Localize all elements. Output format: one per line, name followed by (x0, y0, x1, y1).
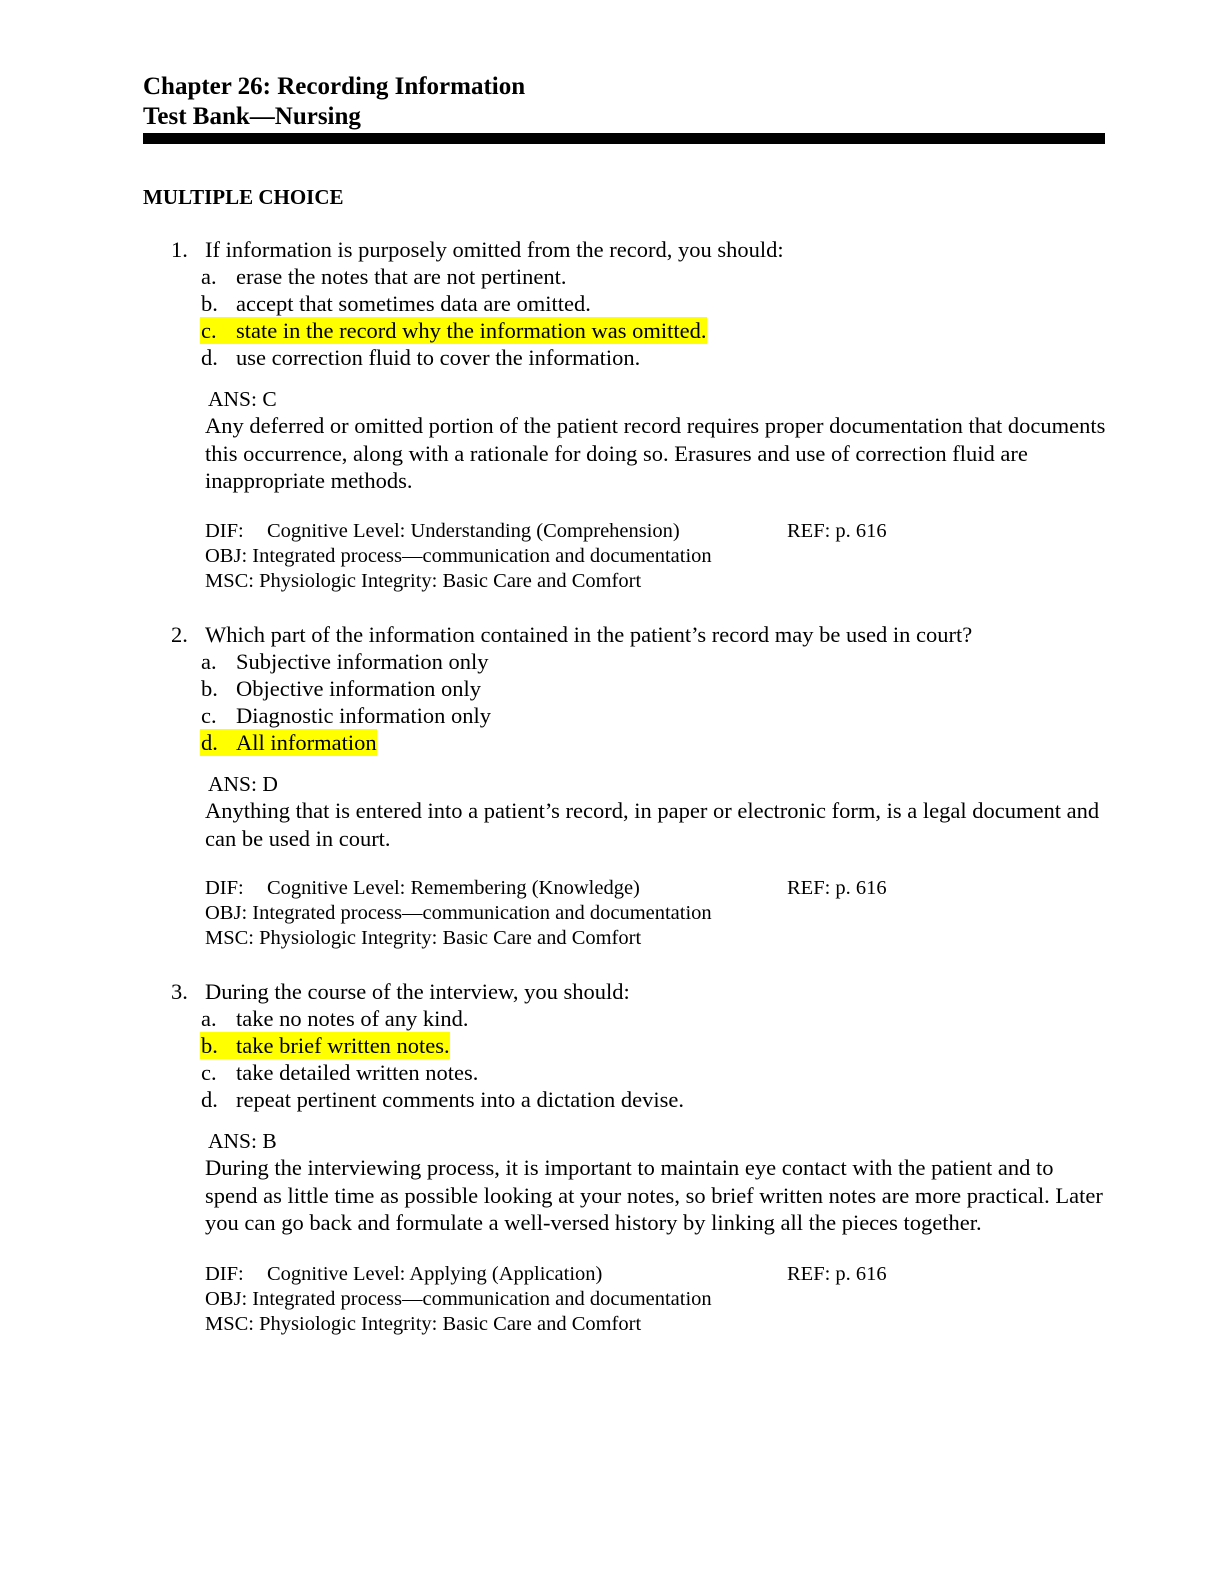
dif-value: Cognitive Level: Understanding (Comprehe… (267, 520, 680, 542)
answer-rationale: Anything that is entered into a patient’… (205, 798, 1100, 851)
answer-rationale: Any deferred or omitted portion of the p… (205, 413, 1106, 493)
option-letter: d. (201, 1087, 218, 1112)
chapter-title: Chapter 26: Recording Information (143, 73, 526, 100)
answer-rationale: During the interviewing process, it is i… (205, 1155, 1103, 1235)
msc-value: MSC: Physiologic Integrity: Basic Care a… (205, 569, 642, 592)
section-title: MULTIPLE CHOICE (143, 185, 344, 209)
option-text: accept that sometimes data are omitted. (236, 291, 591, 316)
option-d: d. repeat pertinent comments into a dicta… (200, 1086, 684, 1113)
question-number: 1. (171, 237, 188, 262)
option-b: b. Objective information only (200, 675, 481, 702)
option-b-highlighted: b. take brief written notes. (200, 1032, 450, 1059)
option-c-highlighted: c. state in the record why the informatio… (200, 317, 707, 344)
option-c: c. Diagnostic information only (200, 702, 491, 729)
option-letter: a. (201, 1006, 217, 1031)
option-letter: a. (201, 264, 217, 289)
option-text: Subjective information only (236, 649, 489, 674)
option-text: repeat pertinent comments into a dictati… (236, 1087, 684, 1112)
question-number: 3. (171, 979, 188, 1004)
dif-value: Cognitive Level: Remembering (Knowledge) (267, 877, 640, 899)
option-text: erase the notes that are not pertinent. (236, 264, 567, 289)
option-a: a. erase the notes that are not pertinent… (200, 263, 567, 290)
ref-value: REF: p. 616 (787, 1263, 887, 1285)
option-text: Diagnostic information only (236, 703, 491, 728)
obj-value: OBJ: Integrated process—communication an… (205, 901, 712, 924)
test-bank-subtitle: Test Bank—Nursing (143, 103, 361, 130)
question-metadata: DIF: Cognitive Level: Understanding (Comp… (205, 519, 887, 593)
option-letter: d. (201, 345, 218, 370)
header-rule (143, 133, 1105, 144)
obj-value: OBJ: Integrated process—communication an… (205, 1287, 712, 1310)
option-letter: c. (201, 1060, 217, 1085)
question-metadata: DIF: Cognitive Level: Applying (Applicati… (205, 1262, 887, 1336)
option-letter: b. (201, 291, 218, 316)
option-a: a. Subjective information only (200, 648, 488, 675)
question-text: If information is purposely omitted from… (205, 237, 784, 262)
option-d-highlighted: d. All information (200, 729, 377, 756)
option-letter: d. (201, 730, 218, 755)
dif-label: DIF: (205, 877, 244, 899)
answer-label: ANS: B (208, 1129, 277, 1153)
question-metadata: DIF: Cognitive Level: Remembering (Knowle… (205, 876, 887, 950)
option-c: c. take detailed written notes. (200, 1059, 478, 1086)
msc-value: MSC: Physiologic Integrity: Basic Care a… (205, 926, 642, 949)
option-text: take brief written notes. (236, 1033, 450, 1058)
option-letter: c. (201, 318, 217, 343)
option-text: use correction fluid to cover the inform… (236, 345, 641, 370)
question-number: 2. (171, 622, 188, 647)
obj-value: OBJ: Integrated process—communication an… (205, 544, 712, 567)
ref-value: REF: p. 616 (787, 877, 887, 899)
option-letter: a. (201, 649, 217, 674)
answer-label: ANS: D (208, 772, 278, 796)
option-text: state in the record why the information … (236, 318, 707, 343)
option-letter: c. (201, 703, 217, 728)
question-text: During the course of the interview, you … (205, 979, 630, 1004)
option-b: b. accept that sometimes data are omitted… (200, 290, 591, 317)
dif-label: DIF: (205, 1263, 244, 1285)
option-letter: b. (201, 676, 218, 701)
dif-value: Cognitive Level: Applying (Application) (267, 1263, 603, 1285)
option-d: d. use correction fluid to cover the info… (200, 344, 640, 371)
answer-label: ANS: C (208, 387, 277, 411)
msc-value: MSC: Physiologic Integrity: Basic Care a… (205, 1312, 642, 1335)
option-letter: b. (201, 1033, 218, 1058)
option-text: take no notes of any kind. (236, 1006, 469, 1031)
option-text: take detailed written notes. (236, 1060, 479, 1085)
option-a: a. take no notes of any kind. (200, 1005, 468, 1032)
dif-label: DIF: (205, 520, 244, 542)
ref-value: REF: p. 616 (787, 520, 887, 542)
option-text: All information (236, 730, 377, 755)
document-header: Chapter 26: Recording Information Test B… (143, 72, 525, 132)
question-text: Which part of the information contained … (205, 622, 973, 647)
option-text: Objective information only (236, 676, 481, 701)
